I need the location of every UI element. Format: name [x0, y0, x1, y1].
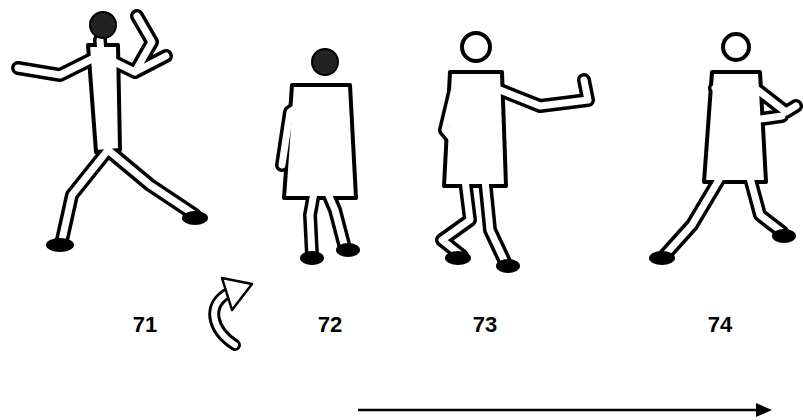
figure-72 — [282, 49, 360, 265]
figure-73 — [442, 33, 588, 273]
figure-73-part — [442, 80, 588, 262]
figure-73-part — [462, 33, 490, 61]
figure-71 — [18, 12, 208, 252]
figure-74-part — [665, 88, 796, 255]
figure-71-part — [182, 211, 208, 225]
figure-71-part — [18, 16, 195, 240]
figure-73-part — [445, 251, 471, 265]
figure-71-part — [18, 16, 195, 240]
figure-71-part — [46, 238, 74, 252]
direction-arrow-part — [358, 409, 760, 412]
figure-74 — [649, 34, 796, 265]
callout-number: 71 — [133, 312, 157, 338]
figure-72-part — [282, 92, 346, 255]
figure-74-part — [723, 34, 749, 60]
figure-74-part — [649, 251, 675, 265]
figure-72-part — [312, 49, 338, 75]
figure-71-part — [90, 12, 116, 38]
direction-arrow-part — [756, 403, 772, 417]
callout-number: 73 — [473, 312, 497, 338]
figure-73-part — [496, 259, 520, 273]
turn-arrow — [214, 278, 252, 345]
figure-72-part — [300, 251, 324, 265]
callout-number: 74 — [708, 312, 732, 338]
figure-72-part — [336, 243, 360, 257]
figure-74-part — [772, 229, 796, 243]
callout-number: 72 — [318, 312, 342, 338]
direction-arrow — [358, 403, 772, 417]
turn-arrow-part — [222, 278, 252, 310]
